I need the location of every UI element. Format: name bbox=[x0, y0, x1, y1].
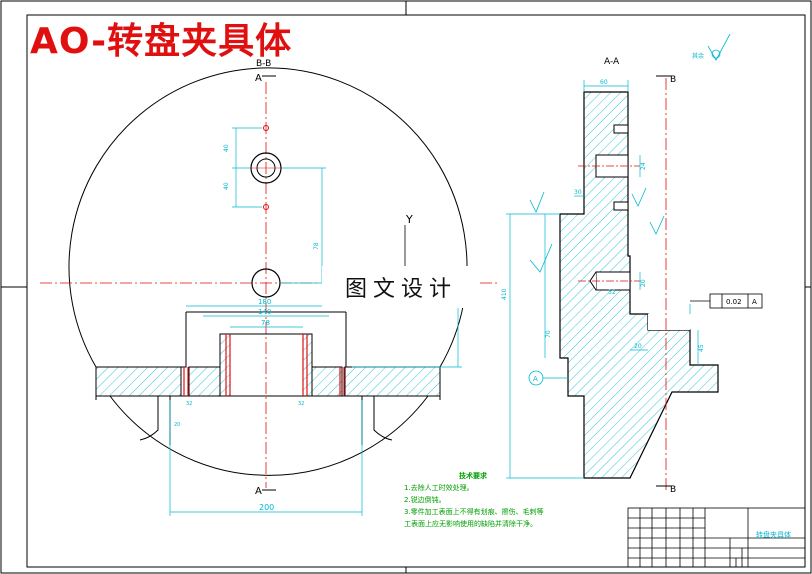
dim-140: 140 bbox=[258, 308, 271, 316]
dim-20-step: 20 bbox=[634, 343, 642, 350]
tolerance-value: 0.02 bbox=[726, 298, 742, 306]
label-b-b: B-B bbox=[256, 59, 271, 69]
title-block bbox=[627, 507, 806, 568]
dim-60: 60 bbox=[600, 79, 608, 86]
axis-y-label: Y bbox=[405, 213, 413, 226]
dim-78: 78 bbox=[261, 319, 270, 327]
dim-30: 30 bbox=[574, 189, 582, 196]
tech-item-2: 2.锐边倒钝。 bbox=[404, 496, 446, 504]
dim-45: 45 bbox=[698, 344, 705, 352]
label-b-top: B bbox=[670, 75, 676, 85]
drawing-title: AO-转盘夹具体 bbox=[30, 21, 293, 62]
label-a-bottom: A bbox=[255, 486, 262, 497]
tech-item-3: 3.零件加工表面上不得有划痕、擦伤、毛刺等 bbox=[404, 508, 544, 516]
title-block-part-name: 转盘夹具体 bbox=[756, 531, 791, 539]
dim-70: 70 bbox=[545, 330, 552, 338]
label-a-top: A bbox=[255, 73, 262, 84]
section-profile bbox=[559, 91, 719, 479]
sheet-border-inner bbox=[26, 14, 806, 568]
watermark-text: 图文设计 bbox=[322, 266, 480, 308]
tech-item-1: 1.去除人工时效处理。 bbox=[404, 484, 474, 492]
tech-heading: 技术要求 bbox=[459, 472, 487, 480]
dim-small-mid: 32 bbox=[298, 401, 304, 407]
dim-24: 24 bbox=[640, 162, 647, 170]
roughness-note: 其余 bbox=[692, 52, 704, 60]
label-a-a: A-A bbox=[604, 57, 620, 67]
dim-410: 410 bbox=[501, 288, 508, 300]
dim-small-left: 32 bbox=[186, 401, 192, 407]
section-view-a-a: 60 410 70 30 24 20 20 45 32 A 0.02 A A-A… bbox=[501, 33, 763, 495]
dim-20: 20 bbox=[640, 279, 647, 287]
dim-200: 200 bbox=[259, 503, 274, 512]
dim-small-leg: 20 bbox=[174, 422, 180, 428]
dim-180: 180 bbox=[258, 298, 271, 306]
dim-34: 32 bbox=[608, 289, 616, 296]
tolerance-datum: A bbox=[752, 298, 757, 306]
datum-a: A bbox=[533, 375, 538, 383]
technical-requirements: 技术要求 1.去除人工时效处理。 2.锐边倒钝。 3.零件加工表面上不得有划痕、… bbox=[404, 470, 544, 530]
tech-item-4: 工表面上应无影响使用的缺陷并清除干净。 bbox=[404, 520, 537, 528]
dim-vertical-upper: 78 bbox=[313, 242, 320, 250]
dim-40-upper: 40 bbox=[223, 144, 230, 152]
label-b-bottom: B bbox=[670, 485, 676, 495]
dim-40-lower: 40 bbox=[223, 182, 230, 190]
